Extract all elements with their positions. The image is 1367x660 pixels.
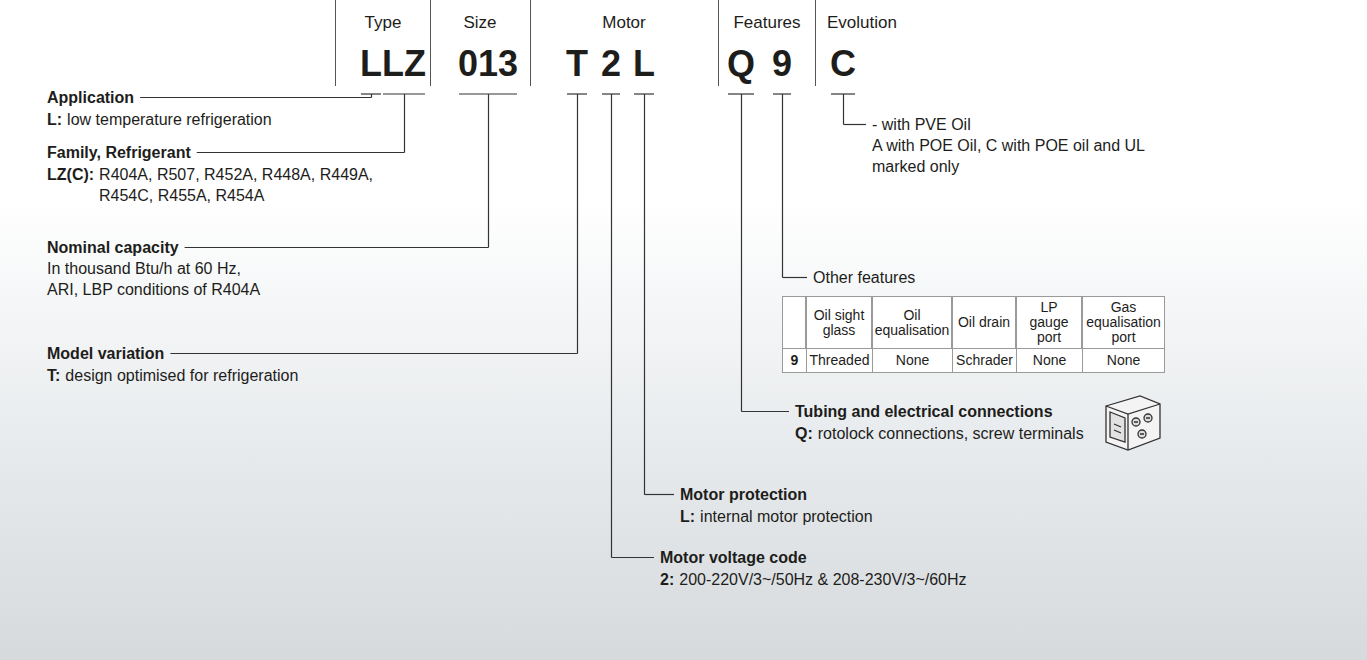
table-header-text: Oil sight glass [810, 308, 868, 338]
table-header-text: Gas equalisation port [1086, 300, 1161, 345]
leader-line [782, 94, 783, 278]
leader-line [612, 557, 655, 558]
model-code: Q [727, 44, 755, 84]
leader-line [741, 94, 742, 412]
definition-line: T: design optimised for refrigeration [47, 365, 298, 386]
table-header-text: LP gauge port [1020, 300, 1078, 345]
table-cell: 9 [782, 348, 807, 373]
code-description: 200-220V/3~/50Hz & 208-230V/3~/60Hz [679, 571, 966, 588]
leader-line [611, 94, 612, 558]
model-code: LLZ [360, 44, 426, 84]
table-header-cell: Oil drain [952, 296, 1016, 349]
leader-line [140, 97, 371, 98]
column-header: Features [733, 12, 800, 33]
model-code: C [830, 44, 856, 84]
section-heading: Nominal capacity [47, 237, 179, 258]
definition-line: 2: 200-220V/3~/50Hz & 208-230V/3~/60Hz [660, 569, 967, 590]
model-code: L [633, 44, 655, 84]
column-header: Type [365, 12, 402, 33]
model-code: 9 [772, 44, 792, 84]
model-code: T [566, 44, 588, 84]
leader-line [844, 124, 867, 125]
table-cell: None [872, 348, 953, 373]
section-heading: Tubing and electrical connections [795, 401, 1053, 422]
code-description: rotolock connections, screw terminals [818, 425, 1084, 442]
table-cell-text: None [896, 353, 929, 368]
section-heading: Motor protection [680, 484, 807, 505]
evolution-description: A with POE Oil, C with POE oil and UL ma… [872, 135, 1172, 177]
table-cell-text: 9 [791, 353, 799, 368]
code-key: Q: [795, 425, 813, 442]
column-header: Size [463, 12, 496, 33]
table-corner-cell [782, 296, 806, 349]
table-header-text: Oil drain [958, 315, 1010, 330]
definition-line: L: internal motor protection [680, 506, 873, 527]
leader-line [170, 353, 577, 354]
code-description: R404A, R507, R452A, R448A, R449A, R454C,… [99, 166, 373, 204]
code-key: LZ(C): [47, 166, 94, 183]
table-cell: Threaded [806, 348, 873, 373]
definition-line: LZ(C): R404A, R507, R452A, R448A, R449A, … [47, 164, 399, 206]
table-header-text: Oil equalisation [875, 308, 950, 338]
code-key: T: [47, 367, 60, 384]
code-key: L: [680, 508, 695, 525]
code-key: 2: [660, 571, 674, 588]
code-description: low temperature refrigeration [67, 111, 272, 128]
leader-line [843, 94, 844, 125]
table-cell-text: Schrader [956, 353, 1013, 368]
table-header-cell: Gas equalisation port [1082, 296, 1165, 349]
section-heading: Model variation [47, 343, 164, 364]
section-heading: Application [47, 87, 134, 108]
table-cell-text: None [1107, 353, 1140, 368]
code-key: L: [47, 111, 62, 128]
leader-line [185, 247, 489, 248]
column-header: Evolution [827, 12, 897, 33]
definition-line: Q: rotolock connections, screw terminals [795, 423, 1084, 444]
table-cell-text: Threaded [810, 353, 870, 368]
table-cell: None [1016, 348, 1083, 373]
model-code: 013 [458, 44, 518, 84]
code-description: design optimised for refrigeration [65, 367, 298, 384]
leader-line [644, 94, 645, 495]
leader-line [742, 411, 790, 412]
leader-line [783, 277, 808, 278]
leader-line [645, 494, 675, 495]
table-header-cell: Oil sight glass [806, 296, 872, 349]
capacity-description: In thousand Btu/h at 60 Hz, ARI, LBP con… [47, 258, 262, 300]
column-header: Motor [602, 12, 645, 33]
table-cell-text: None [1033, 353, 1066, 368]
section-heading: Family, Refrigerant [47, 142, 191, 163]
leader-line [197, 152, 405, 153]
table-cell: Schrader [952, 348, 1017, 373]
code-description: internal motor protection [700, 508, 873, 525]
leader-line [577, 94, 578, 354]
table-header-cell: LP gauge port [1016, 296, 1082, 349]
model-code: 2 [601, 44, 621, 84]
feature-note: Other features [813, 267, 915, 288]
feature-note: - with PVE Oil [872, 114, 971, 135]
table-cell: None [1082, 348, 1165, 373]
section-heading: Motor voltage code [660, 547, 807, 568]
leader-line [488, 94, 489, 248]
table-header-cell: Oil equalisation [872, 296, 952, 349]
definition-line: L: low temperature refrigeration [47, 109, 272, 130]
leader-line [404, 94, 405, 153]
